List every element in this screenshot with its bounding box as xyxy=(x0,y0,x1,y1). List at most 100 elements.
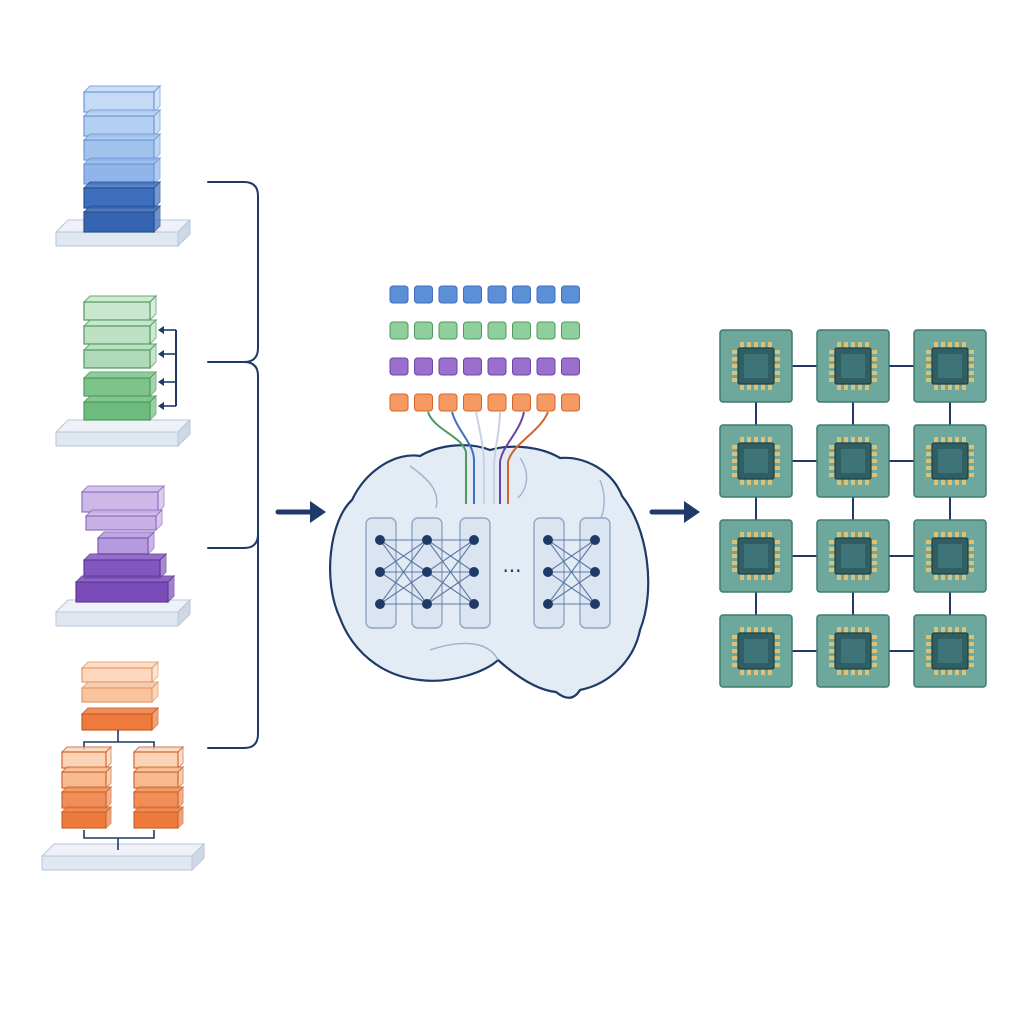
brain-fold xyxy=(429,642,499,661)
chip-pin xyxy=(732,663,738,667)
network-node xyxy=(422,599,432,609)
chip-pin xyxy=(761,574,765,580)
token xyxy=(487,393,507,412)
chip-pin xyxy=(837,479,841,485)
chip-pin xyxy=(768,384,772,390)
network-node xyxy=(422,567,432,577)
chip-pin xyxy=(968,568,974,572)
token xyxy=(487,321,507,340)
blue-token-row xyxy=(389,285,580,304)
chip-pin xyxy=(732,466,738,470)
chip-pin xyxy=(871,459,877,463)
chip-pin xyxy=(948,437,952,443)
chip-pin xyxy=(926,540,932,544)
chip-pin xyxy=(774,350,780,354)
chip-pin xyxy=(829,635,835,639)
chip-pin xyxy=(774,371,780,375)
network-node xyxy=(375,599,385,609)
network-edge xyxy=(426,571,475,605)
chip-pin xyxy=(865,479,869,485)
purple-token-row xyxy=(389,357,580,376)
chip-pin xyxy=(962,574,966,580)
chip-pin xyxy=(934,532,938,538)
chip-pin xyxy=(829,663,835,667)
chip-die xyxy=(938,449,962,473)
token xyxy=(463,357,482,376)
chip-pin xyxy=(851,532,855,538)
blue-layer xyxy=(82,156,162,186)
chip-pin xyxy=(747,384,751,390)
network-node xyxy=(590,567,600,577)
chip-pin xyxy=(740,437,744,443)
chip-pin xyxy=(732,452,738,456)
chip-pin xyxy=(740,669,744,675)
brain-model xyxy=(329,285,650,699)
chip-pin xyxy=(948,532,952,538)
chip-pin xyxy=(829,371,835,375)
chip-pin xyxy=(774,459,780,463)
token xyxy=(512,393,531,412)
network-node xyxy=(375,535,385,545)
chip-icon xyxy=(913,329,987,403)
chip-pin xyxy=(871,663,877,667)
chip-pin xyxy=(871,357,877,361)
chip-pin xyxy=(740,384,744,390)
chip-pin xyxy=(829,568,835,572)
chip-pin xyxy=(934,342,938,348)
green-token-row xyxy=(389,321,580,340)
chip-pin xyxy=(732,656,738,660)
chip-pin xyxy=(858,384,862,390)
chip-die xyxy=(744,639,768,663)
chip-pin xyxy=(774,357,780,361)
chip-pin xyxy=(829,378,835,382)
chip-pin xyxy=(732,445,738,449)
chip-pin xyxy=(865,384,869,390)
chip-pin xyxy=(871,540,877,544)
chip-pin xyxy=(732,364,738,368)
chip-pin xyxy=(761,437,765,443)
chip-pin xyxy=(858,574,862,580)
chip-die xyxy=(841,354,865,378)
chip-pin xyxy=(962,384,966,390)
chip-pin xyxy=(926,452,932,456)
chip-pin xyxy=(926,357,932,361)
chip-pin xyxy=(774,663,780,667)
token xyxy=(389,357,409,376)
chip-pin xyxy=(774,445,780,449)
orange-right-branch-layer xyxy=(132,765,185,790)
chip-die xyxy=(841,449,865,473)
chip-pin xyxy=(926,459,932,463)
orange-left-branch-layer xyxy=(60,805,113,830)
purple-stack xyxy=(54,484,192,628)
token xyxy=(438,393,458,412)
blue-layer xyxy=(82,108,162,138)
chip-pin xyxy=(871,561,877,565)
orange-left-branch-layer xyxy=(60,765,113,790)
orange-left-branch-layer xyxy=(60,785,113,810)
chip-pin xyxy=(732,459,738,463)
chip-pin xyxy=(844,627,848,633)
chip-pin xyxy=(761,669,765,675)
chip-grid xyxy=(719,329,987,688)
chip-pin xyxy=(829,656,835,660)
chip-pin xyxy=(968,445,974,449)
chip-pin xyxy=(732,473,738,477)
token xyxy=(536,285,556,304)
chip-pin xyxy=(871,350,877,354)
chip-pin xyxy=(851,627,855,633)
skip-arrowhead xyxy=(158,378,164,386)
chip-pin xyxy=(774,466,780,470)
token xyxy=(512,321,531,340)
token xyxy=(512,357,531,376)
chip-pin xyxy=(732,540,738,544)
orange-stack-platform xyxy=(40,842,206,872)
chip-pin xyxy=(732,635,738,639)
chip-pin xyxy=(761,342,765,348)
network-edge xyxy=(547,571,596,605)
network-node xyxy=(469,535,479,545)
chip-pin xyxy=(754,479,758,485)
chip-icon xyxy=(719,614,793,688)
chip-pin xyxy=(926,635,932,639)
network-edge xyxy=(547,539,596,573)
orange-stack xyxy=(40,660,206,872)
